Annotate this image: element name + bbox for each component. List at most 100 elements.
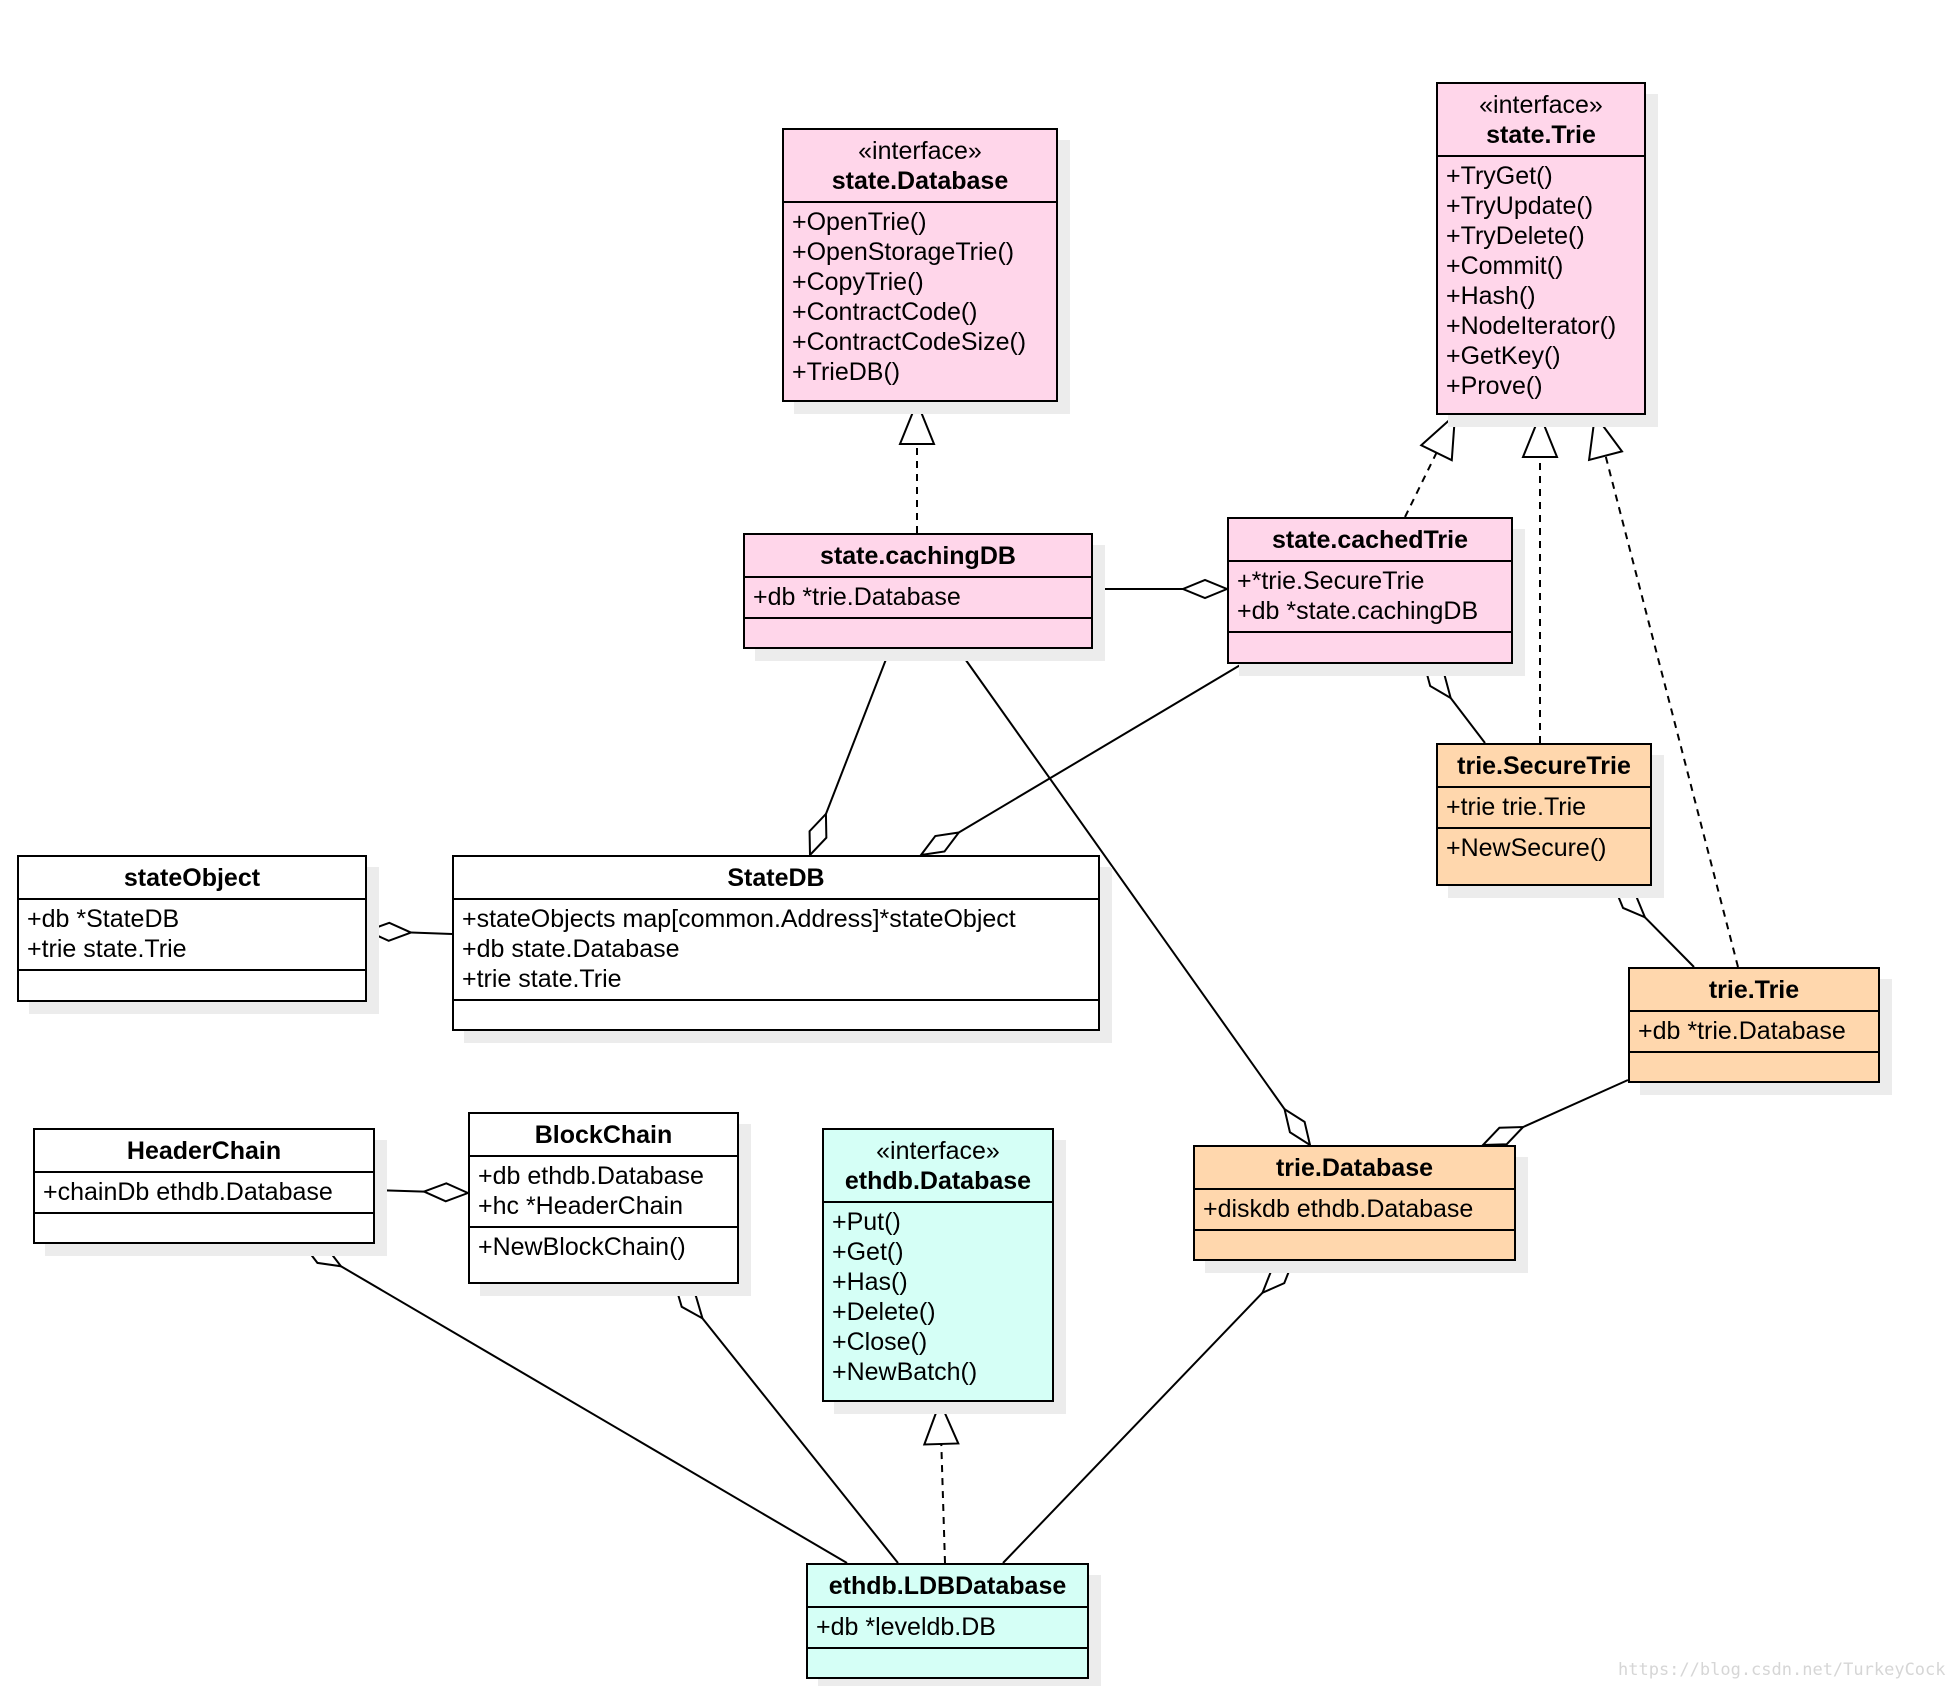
method: +NewBatch() <box>832 1358 978 1386</box>
method: +Has() <box>832 1268 908 1296</box>
method: +ContractCodeSize() <box>792 328 1027 356</box>
class-name: state.cachingDB <box>820 542 1016 570</box>
aggregation-edge <box>1093 578 1230 600</box>
aggregation-edge <box>957 648 1312 1148</box>
field: +db *state.cachingDB <box>1237 597 1479 625</box>
method: +NewBlockChain() <box>478 1233 686 1261</box>
field: +trie trie.Trie <box>1446 793 1587 821</box>
stereotype-label: «interface» <box>1479 91 1603 119</box>
edge-line <box>957 648 1286 1110</box>
class-state-database[interactable]: «interface» state.Database +OpenTrie() +… <box>782 128 1058 402</box>
method: +Commit() <box>1446 252 1564 280</box>
edge-line <box>958 663 1243 834</box>
field: +diskdb ethdb.Database <box>1203 1195 1474 1223</box>
method: +TryDelete() <box>1446 222 1585 250</box>
class-trie-securetrie[interactable]: trie.SecureTrie +trie trie.Trie +NewSecu… <box>1436 743 1652 886</box>
field: +hc *HeaderChain <box>478 1192 683 1220</box>
aggregation-edge <box>673 1281 899 1564</box>
edge-line <box>824 648 891 815</box>
class-name: StateDB <box>727 864 825 892</box>
edge-line <box>1644 916 1695 968</box>
aggregation-diamond <box>1612 884 1647 920</box>
class-state-cachedtrie[interactable]: state.cachedTrie +*trie.SecureTrie +db *… <box>1227 517 1513 664</box>
field: +chainDb ethdb.Database <box>43 1178 333 1206</box>
class-name: BlockChain <box>534 1121 673 1149</box>
edge-line <box>1449 697 1486 744</box>
field: +stateObjects map[common.Address]*stateO… <box>462 905 1016 933</box>
aggregation-diamond <box>1260 1259 1295 1295</box>
class-ethdb-ldbdatabase[interactable]: ethdb.LDBDatabase +db *leveldb.DB <box>806 1563 1089 1679</box>
aggregation-edge <box>1612 884 1695 968</box>
class-ethdb-database[interactable]: «interface» ethdb.Database +Put() +Get()… <box>822 1128 1054 1402</box>
edge-line <box>340 1265 848 1564</box>
aggregation-diamond <box>364 921 414 942</box>
method: +TrieDB() <box>792 358 901 386</box>
field: +db *trie.Database <box>753 583 961 611</box>
field: +db *trie.Database <box>1638 1017 1846 1045</box>
class-name: ethdb.Database <box>844 1167 1032 1195</box>
aggregation-diamond <box>673 1281 705 1321</box>
aggregation-diamond <box>1180 578 1230 600</box>
realization-edge <box>922 1399 960 1564</box>
watermark-text: https://blog.csdn.net/TurkeyCock <box>1618 1660 1946 1680</box>
class-state-cachingdb[interactable]: state.cachingDB +db *trie.Database <box>743 533 1093 649</box>
edge-line <box>1002 1292 1264 1564</box>
method: +Close() <box>832 1328 928 1356</box>
field: +db *leveldb.DB <box>816 1613 996 1641</box>
class-trie-database[interactable]: trie.Database +diskdb ethdb.Database <box>1193 1145 1516 1261</box>
aggregation-edge <box>808 648 891 858</box>
field: +trie state.Trie <box>27 935 187 963</box>
aggregation-diamond <box>421 1182 471 1203</box>
edge-line <box>940 1443 946 1564</box>
class-headerchain[interactable]: HeaderChain +chainDb ethdb.Database <box>33 1128 375 1244</box>
edge-line <box>1404 452 1438 518</box>
aggregation-edge <box>1480 1079 1629 1147</box>
method: +Get() <box>832 1238 904 1266</box>
stereotype-label: «interface» <box>876 1137 1000 1165</box>
class-name: state.cachedTrie <box>1272 526 1468 554</box>
aggregation-diamond <box>808 811 828 858</box>
aggregation-diamond <box>918 831 962 857</box>
class-statedb[interactable]: StateDB +stateObjects map[common.Address… <box>452 855 1100 1031</box>
class-trie-trie[interactable]: trie.Trie +db *trie.Database <box>1628 967 1880 1083</box>
method: +NodeIterator() <box>1446 312 1617 340</box>
edge-line <box>701 1317 899 1564</box>
field: +db *StateDB <box>27 905 180 933</box>
aggregation-edge <box>918 663 1243 857</box>
realization-arrowhead <box>1587 412 1624 462</box>
aggregation-edge <box>374 1182 471 1203</box>
realization-arrowhead <box>1521 412 1559 458</box>
class-stateobject[interactable]: stateObject +db *StateDB +trie state.Tri… <box>17 855 367 1002</box>
realization-arrowhead <box>922 1399 960 1446</box>
realization-edge <box>1587 412 1739 968</box>
method: +NewSecure() <box>1446 834 1607 862</box>
class-name: trie.Database <box>1275 1154 1434 1182</box>
aggregation-diamond <box>300 1242 344 1268</box>
field: +trie state.Trie <box>462 965 622 993</box>
class-name: trie.SecureTrie <box>1457 752 1631 780</box>
class-blockchain[interactable]: BlockChain +db ethdb.Database +hc *Heade… <box>468 1112 739 1284</box>
aggregation-diamond <box>1422 660 1453 701</box>
field: +db state.Database <box>462 935 680 963</box>
method: +OpenTrie() <box>792 208 927 236</box>
realization-edge <box>898 399 936 533</box>
field: +*trie.SecureTrie <box>1237 567 1425 595</box>
method: +OpenStorageTrie() <box>792 238 1015 266</box>
class-name: ethdb.LDBDatabase <box>828 1572 1067 1600</box>
realization-arrowhead <box>898 399 936 445</box>
aggregation-edge <box>1002 1259 1295 1564</box>
class-name: stateObject <box>123 864 261 892</box>
method: +Hash() <box>1446 282 1536 310</box>
class-state-trie[interactable]: «interface» state.Trie +TryGet() +TryUpd… <box>1436 82 1646 415</box>
class-name: trie.Trie <box>1708 976 1800 1004</box>
stereotype-label: «interface» <box>858 137 982 165</box>
class-name: state.Trie <box>1486 121 1596 149</box>
method: +TryGet() <box>1446 162 1553 190</box>
class-name: state.Database <box>831 167 1009 195</box>
field: +db ethdb.Database <box>478 1162 704 1190</box>
aggregation-diamond <box>1480 1125 1526 1147</box>
aggregation-edge <box>364 921 453 942</box>
method: +Put() <box>832 1208 901 1236</box>
method: +Prove() <box>1446 372 1543 400</box>
